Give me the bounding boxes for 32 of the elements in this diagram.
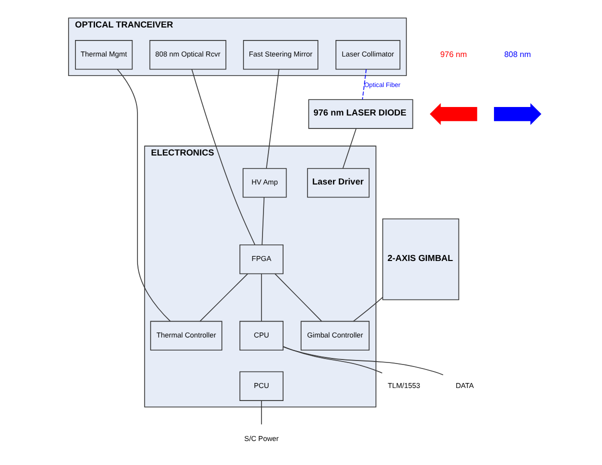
connector bbox=[199, 273, 248, 322]
node-box: Thermal Controller bbox=[150, 320, 222, 351]
connector bbox=[282, 346, 443, 376]
label: 976 nm bbox=[440, 50, 466, 59]
node-box: 2-AXIS GIMBAL bbox=[382, 218, 459, 300]
node-box: 808 nm Optical Rcvr bbox=[148, 40, 226, 70]
node-box: FPGA bbox=[238, 244, 283, 274]
node-box: HV Amp bbox=[242, 168, 286, 198]
connector bbox=[116, 68, 170, 322]
node-box: Thermal Mgmt bbox=[74, 40, 132, 70]
connector bbox=[352, 296, 383, 322]
connector bbox=[274, 273, 322, 322]
node-box: Laser Collimator bbox=[335, 40, 400, 70]
node-box: Laser Driver bbox=[306, 168, 370, 198]
connector bbox=[362, 68, 366, 100]
node-text: DATA bbox=[455, 380, 474, 390]
connector bbox=[261, 197, 264, 246]
node-text: S/C Power bbox=[244, 434, 278, 443]
node-text: TLM/1553 bbox=[387, 380, 420, 390]
node-box: PCU bbox=[238, 371, 283, 401]
label: 808 nm bbox=[504, 50, 530, 59]
connector bbox=[282, 346, 382, 374]
connector bbox=[342, 128, 356, 169]
connector bbox=[260, 400, 262, 425]
node-box: Gimbal Controller bbox=[300, 320, 370, 351]
node-arrow bbox=[493, 103, 541, 126]
connector bbox=[266, 69, 279, 169]
node-box: 976 nm LASER DIODE bbox=[308, 99, 413, 129]
node-box: Fast Steering Mirror bbox=[242, 40, 318, 70]
connector bbox=[260, 273, 262, 322]
node-box: CPU bbox=[238, 320, 283, 351]
node-arrow bbox=[429, 103, 477, 126]
